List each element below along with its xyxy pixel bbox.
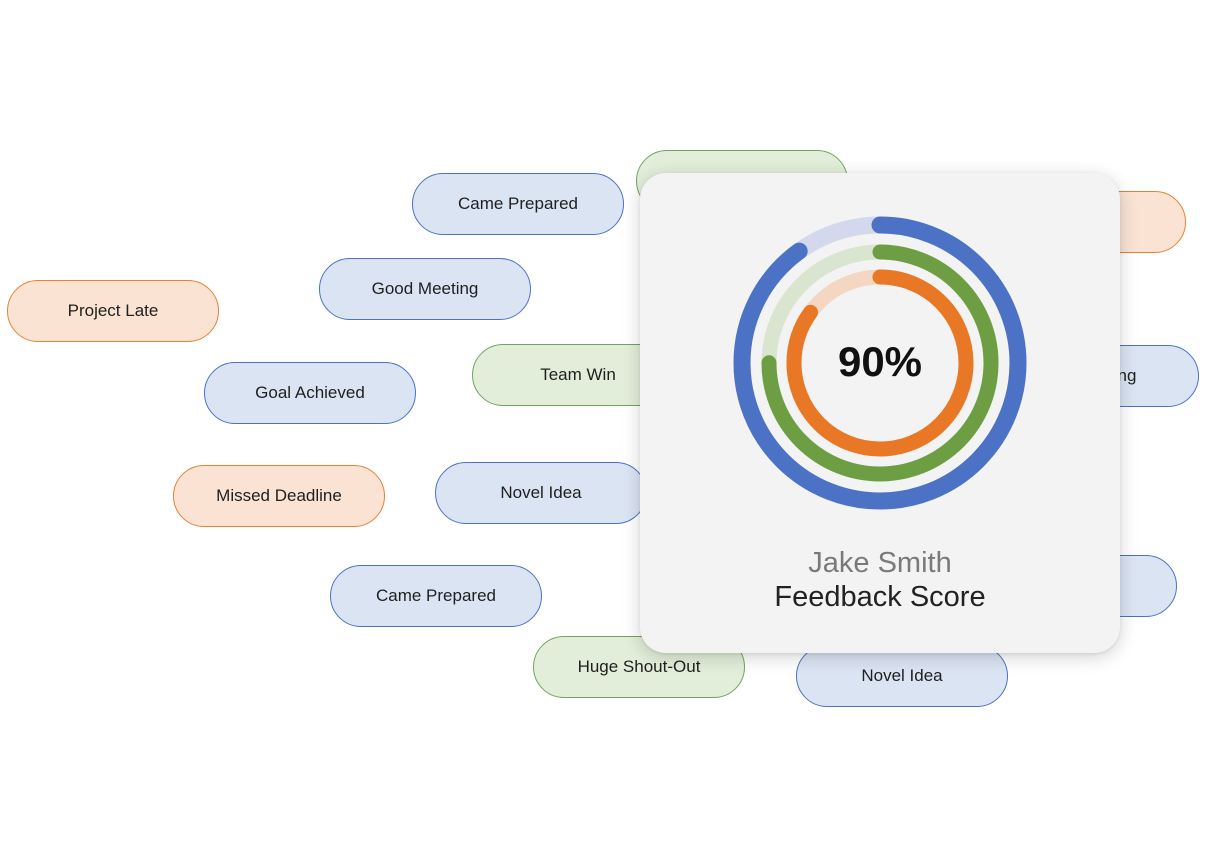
card-subtitle: Feedback Score [774,581,986,613]
tag-pill[interactable]: Good Meeting [319,258,531,320]
person-name: Jake Smith [808,547,952,579]
tag-pill[interactable]: Came Prepared [330,565,542,627]
score-value: 90% [837,338,923,385]
tag-label: Good Meeting [371,279,479,298]
tag-pill[interactable]: Novel Idea [796,645,1008,707]
tag-pill[interactable]: Project Late [7,280,219,342]
tag-label: Novel Idea [500,483,582,502]
tag-label: Novel Idea [861,666,943,685]
outer-ring-arc [733,216,1027,510]
tag-label: Team Win [540,365,616,384]
tag-pill[interactable]: Goal Achieved [204,362,416,424]
inner-ring-arc [786,269,974,457]
tag-pill[interactable]: Came Prepared [412,173,624,235]
tag-label: Huge Shout-Out [577,657,701,676]
middle-ring-arc [761,244,999,482]
tag-label: Came Prepared [457,194,578,213]
feedback-score-card: 90% Jake Smith Feedback Score [640,173,1120,653]
tag-pill[interactable]: Missed Deadline [173,465,385,527]
tag-label: Goal Achieved [255,383,365,402]
tag-label: Project Late [67,301,159,320]
score-rings [733,216,1027,510]
tag-label: Came Prepared [375,586,496,605]
tag-pill[interactable]: Novel Idea [435,462,647,524]
tag-label: Missed Deadline [216,486,342,505]
